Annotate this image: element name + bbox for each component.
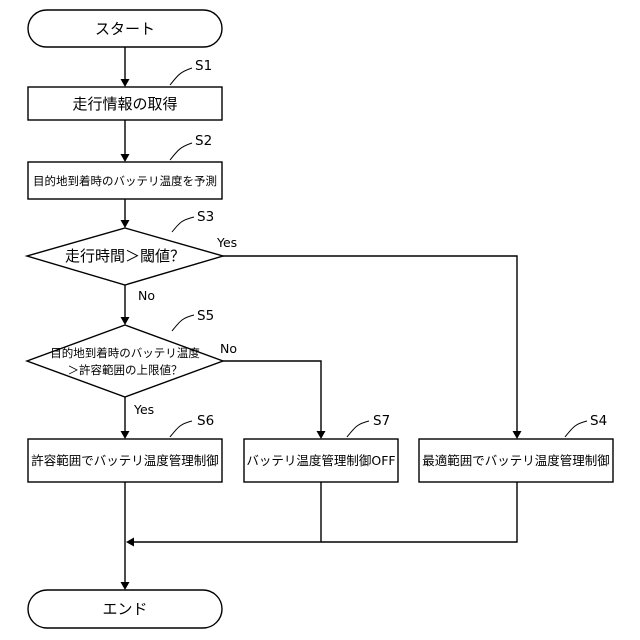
s2-label: 目的地到着時のバッテリ温度を予測 [33,174,217,188]
s7-label: バッテリ温度管理制御OFF [246,453,395,468]
s3-no-label: No [138,288,155,303]
s7-leader-line [347,421,369,437]
arrowhead-icon [121,317,130,325]
s5-label-line2: ＞許容範囲の上限値？ [68,363,183,377]
s3-label: 走行時間＞閾値？ [65,247,185,265]
edge-s4-merge [133,482,517,542]
s6-step-number: S6 [197,413,214,429]
s6-label: 許容範囲でバッテリ温度管理制御 [31,453,219,468]
s5-leader-line [172,315,194,331]
s5-no-label: No [220,341,237,356]
s3-step-number: S3 [197,209,214,225]
s4-step-number: S4 [590,413,607,429]
edge-s5-to-s7-no [223,361,321,432]
arrowhead-icon [121,220,130,228]
edge-s3-to-s4-yes [223,256,517,432]
edges [121,47,522,590]
s6-leader-line [170,421,192,437]
end-label: エンド [102,600,147,618]
step-s4: 最適範囲でバッテリ温度管理制御 S4 [419,413,613,482]
s3-leader-line [172,217,194,232]
s5-step-number: S5 [197,308,214,324]
s4-leader-line [565,421,587,437]
s1-label: 走行情報の取得 [72,95,177,113]
s2-step-number: S2 [195,133,212,149]
start-label: スタート [95,20,155,38]
arrowhead-icon [126,538,134,547]
s4-label: 最適範囲でバッテリ温度管理制御 [422,453,610,468]
arrowhead-icon [121,582,130,590]
s1-leader-line [170,68,192,85]
arrowhead-icon [317,431,326,439]
arrowhead-icon [121,431,130,439]
s1-step-number: S1 [195,58,212,74]
start-terminal: スタート [28,10,222,47]
s7-step-number: S7 [373,413,390,429]
s5-label-line1: 目的地到着時のバッテリ温度 [50,346,200,360]
arrowhead-icon [121,79,130,87]
arrowhead-icon [513,431,522,439]
s5-yes-label: Yes [133,402,154,417]
end-terminal: エンド [28,590,222,628]
s3-yes-label: Yes [216,235,237,250]
decision-s3: 走行時間＞閾値？ S3 Yes No [27,209,237,303]
arrowhead-icon [121,154,130,162]
decision-s5: 目的地到着時のバッテリ温度 ＞許容範囲の上限値？ S5 No Yes [27,308,237,417]
s2-leader-line [170,143,192,160]
